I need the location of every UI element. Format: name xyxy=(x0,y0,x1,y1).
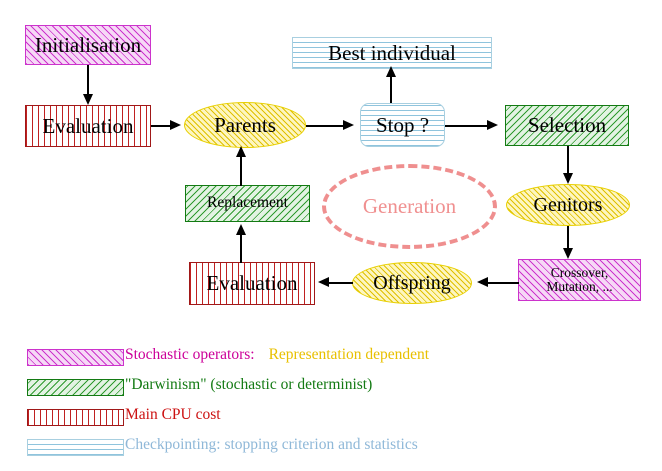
node-stop[interactable]: Stop ? xyxy=(360,103,445,147)
arrowhead-left xyxy=(318,277,329,287)
node-generation-cycle: Generation xyxy=(322,164,497,249)
legend-label-stochastic-text: Stochastic operators: xyxy=(125,346,255,363)
arrow-initialisation-to-evaluation xyxy=(87,65,89,97)
arrow-evaluation-to-replacement xyxy=(240,232,242,263)
node-initialisation[interactable]: Initialisation xyxy=(25,25,151,65)
arrow-replacement-to-parents xyxy=(240,155,242,186)
legend-swatch-darwinism xyxy=(27,379,124,396)
legend-label-representation: Representation dependent xyxy=(268,346,430,363)
legend-swatch-cpu-cost xyxy=(27,409,124,426)
arrow-parents-to-stop xyxy=(306,125,345,127)
node-evaluation-top[interactable]: Evaluation xyxy=(25,105,151,147)
legend-label-stochastic: Stochastic operators: Representation depe… xyxy=(125,346,429,364)
node-offspring[interactable]: Offspring xyxy=(352,262,472,304)
legend-label-checkpointing: Checkpointing: stopping criterion and st… xyxy=(125,436,418,453)
legend-swatch-checkpointing xyxy=(27,439,124,456)
arrow-evaluation-to-parents xyxy=(151,125,177,127)
arrowhead-down xyxy=(83,94,93,105)
node-genitors[interactable]: Genitors xyxy=(506,184,630,226)
arrow-stop-to-best-individual xyxy=(390,73,392,103)
arrowhead-up xyxy=(386,66,396,77)
legend-label-cpu-cost: Main CPU cost xyxy=(125,406,221,423)
arrowhead-up xyxy=(236,224,246,235)
arrow-crossover-to-offspring xyxy=(481,282,519,284)
node-replacement[interactable]: Replacement xyxy=(185,185,310,222)
legend-label-darwinism: "Darwinism" (stochastic or determinist) xyxy=(125,376,373,393)
node-parents[interactable]: Parents xyxy=(184,102,306,148)
node-crossover-mutation[interactable]: Crossover, Mutation, ... xyxy=(518,259,641,301)
arrowhead-up xyxy=(236,146,246,157)
node-selection[interactable]: Selection xyxy=(505,105,629,146)
arrow-stop-to-selection xyxy=(445,125,489,127)
node-evaluation-bottom[interactable]: Evaluation xyxy=(189,262,315,305)
node-best-individual[interactable]: Best individual xyxy=(292,37,492,69)
arrowhead-right xyxy=(170,120,181,130)
arrow-selection-to-genitors xyxy=(567,146,569,176)
arrow-offspring-to-evaluation xyxy=(327,282,353,284)
arrow-genitors-to-crossover xyxy=(567,226,569,250)
arrowhead-down xyxy=(563,173,573,184)
legend-swatch-stochastic xyxy=(27,349,124,366)
arrowhead-right xyxy=(343,120,354,130)
arrowhead-down xyxy=(563,248,573,259)
arrowhead-right xyxy=(487,120,498,130)
arrowhead-left xyxy=(477,277,488,287)
